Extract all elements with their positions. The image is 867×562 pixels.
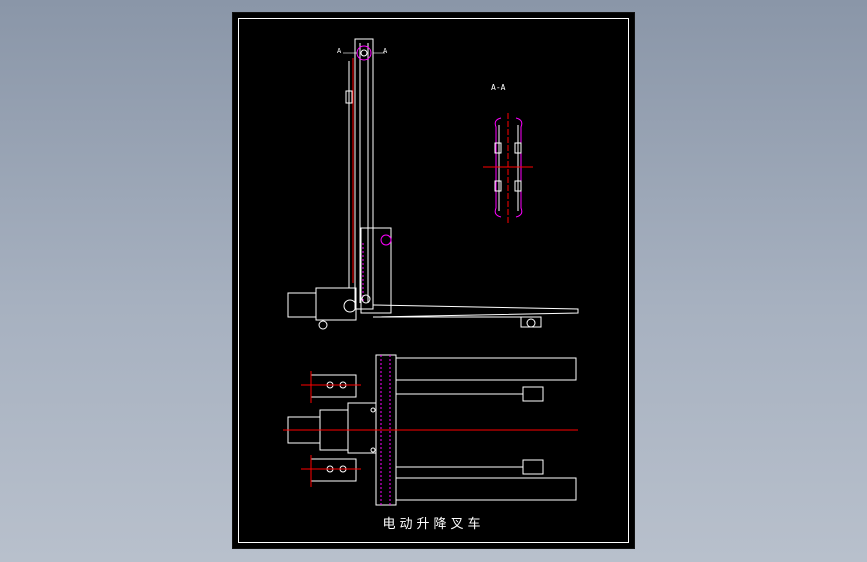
motor-block [287,292,317,318]
side-view [287,38,579,330]
section-mark-left: A [337,47,342,55]
fork-side [372,304,579,318]
drawing-title: 电动升降叉车 [382,517,485,532]
front-wheel [526,318,536,328]
section-label: A-A [491,83,506,92]
fork-wheel-lower [522,459,544,475]
fork-upper [395,357,577,381]
fork-wheel-upper [522,386,544,402]
motor-upper [310,374,357,398]
section-view [483,113,533,223]
cad-drawing [283,38,579,506]
lift-cylinder [360,227,392,314]
fork-lower [395,477,577,501]
drive-unit [315,287,357,321]
plan-view [283,354,578,506]
mast [354,38,374,310]
motor-lower [310,458,357,482]
drawing-sheet: A-A A A 电动升降叉车 [232,12,635,549]
drawing-frame [238,18,629,543]
top-pulley [356,45,372,61]
rear-wheel [318,320,328,330]
section-mark-right: A [383,47,388,55]
